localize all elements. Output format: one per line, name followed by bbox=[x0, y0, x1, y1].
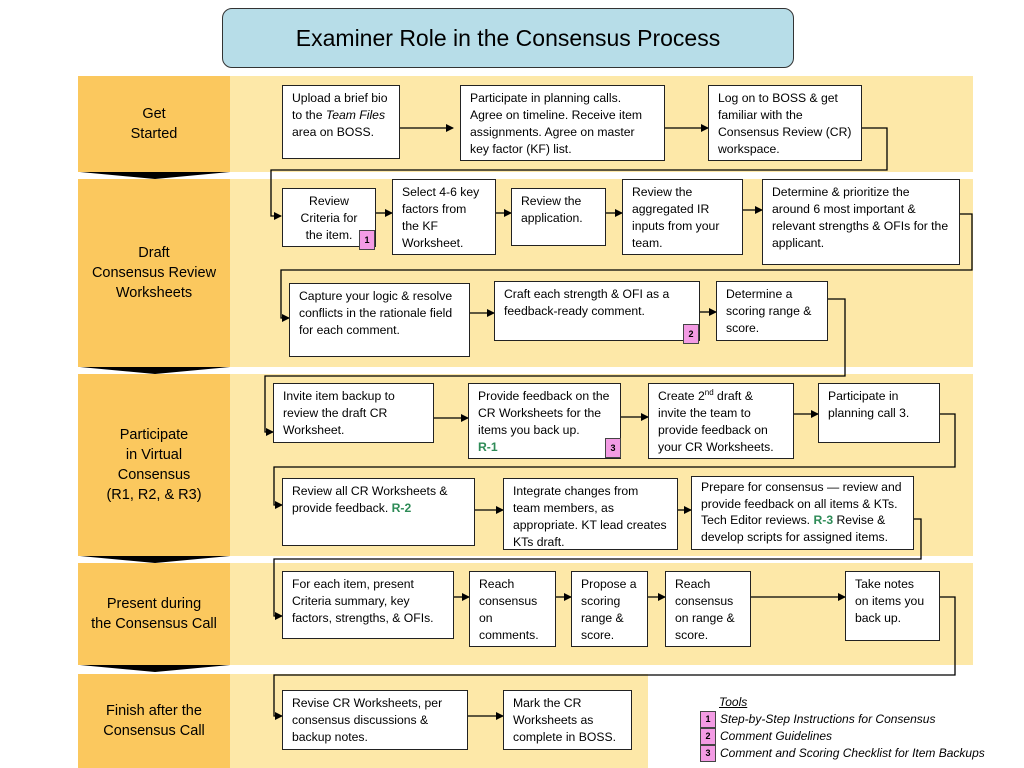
tool-tag-2: 2 bbox=[683, 324, 699, 344]
tool-badge: 1 bbox=[700, 711, 716, 728]
step-consensus-comments: Reach consensus on comments. bbox=[469, 571, 556, 647]
step-text-emphasis: Team Files bbox=[325, 108, 386, 122]
phase-participate: Participate in Virtual Consensus (R1, R2… bbox=[78, 374, 230, 556]
phase-draft: Draft Consensus Review Worksheets bbox=[78, 179, 230, 367]
step-text: Upload a brief bio to the bbox=[292, 91, 388, 122]
step-capture-logic: Capture your logic & resolve conflicts i… bbox=[289, 283, 470, 357]
step-text-sup: nd bbox=[704, 387, 714, 397]
step-text: Provide feedback on the CR Worksheets fo… bbox=[478, 389, 610, 437]
step-feedback-backup: Provide feedback on the CR Worksheets fo… bbox=[468, 383, 621, 459]
step-text: area on BOSS. bbox=[292, 125, 374, 139]
step-text: Create 2 bbox=[658, 389, 705, 403]
round-tag-r2: R-2 bbox=[391, 501, 412, 515]
tool-item: 2 Comment Guidelines bbox=[700, 728, 1020, 745]
step-determine-score: Determine a scoring range & score. bbox=[716, 281, 828, 341]
step-upload-bio: Upload a brief bio to the Team Files are… bbox=[282, 85, 400, 159]
step-log-on-boss: Log on to BOSS & get familiar with the C… bbox=[708, 85, 862, 161]
step-text: draft & invite the team to provide feedb… bbox=[658, 389, 774, 454]
step-prepare-consensus: Prepare for consensus — review and provi… bbox=[691, 476, 914, 550]
step-mark-complete: Mark the CR Worksheets as complete in BO… bbox=[503, 690, 632, 750]
phase-finish: Finish after the Consensus Call bbox=[78, 674, 230, 768]
step-text: Revise & develop scripts for assigned it… bbox=[701, 513, 888, 544]
tool-label: Step-by-Step Instructions for Consensus bbox=[720, 712, 936, 726]
step-take-notes: Take notes on items you back up. bbox=[845, 571, 940, 641]
tool-item: 3 Comment and Scoring Checklist for Item… bbox=[700, 745, 1020, 762]
tool-tag-3: 3 bbox=[605, 438, 621, 458]
step-create-2nd-draft: Create 2nd draft & invite the team to pr… bbox=[648, 383, 794, 459]
tool-item: 1 Step-by-Step Instructions for Consensu… bbox=[700, 711, 1020, 728]
tool-badge: 2 bbox=[700, 728, 716, 745]
diagram-title: Examiner Role in the Consensus Process bbox=[222, 8, 794, 68]
phase-present: Present during the Consensus Call bbox=[78, 563, 230, 665]
step-text: Prepare for consensus — review and provi… bbox=[701, 480, 902, 527]
phase-chevron bbox=[80, 665, 230, 672]
step-review-all-cr: Review all CR Worksheets & provide feedb… bbox=[282, 478, 475, 546]
phase-chevron bbox=[80, 367, 230, 374]
step-invite-backup: Invite item backup to review the draft C… bbox=[273, 383, 434, 443]
step-select-key-factors: Select 4-6 key factors from the KF Works… bbox=[392, 179, 496, 255]
step-integrate-changes: Integrate changes from team members, as … bbox=[503, 478, 678, 550]
tool-label: Comment Guidelines bbox=[720, 729, 833, 743]
step-text: Review all CR Worksheets & provide feedb… bbox=[292, 484, 448, 515]
step-revise-worksheets: Revise CR Worksheets, per consensus disc… bbox=[282, 690, 468, 750]
phase-chevron bbox=[80, 556, 230, 563]
tool-badge: 3 bbox=[700, 745, 716, 762]
step-planning-calls: Participate in planning calls. Agree on … bbox=[460, 85, 665, 161]
tool-label: Comment and Scoring Checklist for Item B… bbox=[720, 746, 985, 760]
step-consensus-range: Reach consensus on range & score. bbox=[665, 571, 751, 647]
round-tag-r1: R-1 bbox=[478, 440, 498, 454]
step-planning-call-3: Participate in planning call 3. bbox=[818, 383, 940, 443]
step-craft-comments: Craft each strength & OFI as a feedback-… bbox=[494, 281, 700, 341]
step-present-criteria: For each item, present Criteria summary,… bbox=[282, 571, 454, 639]
tools-legend: Tools 1 Step-by-Step Instructions for Co… bbox=[700, 694, 1020, 762]
step-propose-score: Propose a scoring range & score. bbox=[571, 571, 648, 647]
tools-heading: Tools bbox=[719, 695, 748, 709]
step-prioritize-strengths: Determine & prioritize the around 6 most… bbox=[762, 179, 960, 265]
step-review-ir-inputs: Review the aggregated IR inputs from you… bbox=[622, 179, 743, 255]
tool-tag-1: 1 bbox=[359, 230, 375, 250]
round-tag-r3: R-3 bbox=[813, 513, 834, 527]
phase-get-started: Get Started bbox=[78, 76, 230, 172]
phase-chevron bbox=[80, 172, 230, 179]
step-review-application: Review the application. bbox=[511, 188, 606, 246]
